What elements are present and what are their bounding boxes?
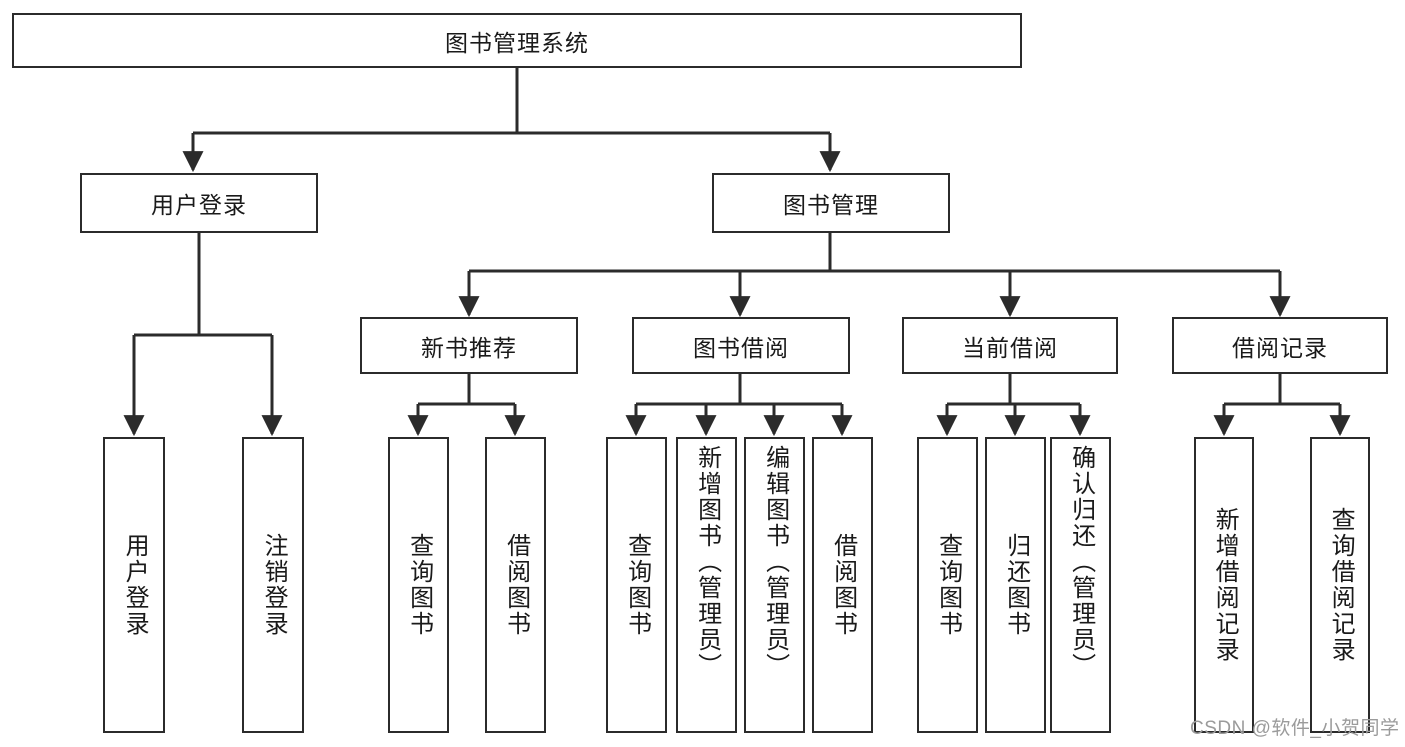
node-leaf-borrow-book-1-label: 借阅图书 xyxy=(502,533,530,637)
node-leaf-confirm-return-label: 确认归还（管理员） xyxy=(1067,445,1095,679)
node-leaf-add-book[interactable]: 新增图书（管理员） xyxy=(676,437,737,733)
node-leaf-query-book-3-label: 查询图书 xyxy=(934,533,962,637)
node-book-borrow-label: 图书借阅 xyxy=(693,334,789,361)
node-borrow-record[interactable]: 借阅记录 xyxy=(1172,317,1388,374)
node-leaf-query-book-3[interactable]: 查询图书 xyxy=(917,437,978,733)
node-borrow-record-label: 借阅记录 xyxy=(1232,334,1328,361)
node-leaf-query-record-label: 查询借阅记录 xyxy=(1327,507,1355,663)
node-book-manage[interactable]: 图书管理 xyxy=(712,173,950,233)
node-leaf-add-record-label: 新增借阅记录 xyxy=(1211,507,1239,663)
node-leaf-logout-login[interactable]: 注销登录 xyxy=(242,437,304,733)
node-current-borrow[interactable]: 当前借阅 xyxy=(902,317,1118,374)
node-book-manage-label: 图书管理 xyxy=(783,192,879,218)
node-leaf-query-book-2[interactable]: 查询图书 xyxy=(606,437,667,733)
node-user-login-label: 用户登录 xyxy=(151,192,247,218)
node-new-book-recommend-label: 新书推荐 xyxy=(421,334,517,361)
node-leaf-borrow-book-1[interactable]: 借阅图书 xyxy=(485,437,546,733)
node-user-login[interactable]: 用户登录 xyxy=(80,173,318,233)
node-leaf-borrow-book-2[interactable]: 借阅图书 xyxy=(812,437,873,733)
node-root[interactable]: 图书管理系统 xyxy=(12,13,1022,68)
node-leaf-return-book[interactable]: 归还图书 xyxy=(985,437,1046,733)
node-leaf-query-book-2-label: 查询图书 xyxy=(623,533,651,637)
node-new-book-recommend[interactable]: 新书推荐 xyxy=(360,317,578,374)
node-leaf-query-book-1-label: 查询图书 xyxy=(405,533,433,637)
node-leaf-query-record[interactable]: 查询借阅记录 xyxy=(1310,437,1370,733)
node-root-label: 图书管理系统 xyxy=(445,29,589,56)
node-leaf-user-login[interactable]: 用户登录 xyxy=(103,437,165,733)
node-leaf-confirm-return[interactable]: 确认归还（管理员） xyxy=(1050,437,1111,733)
node-leaf-return-book-label: 归还图书 xyxy=(1002,533,1030,637)
csdn-watermark: CSDN @软件_小贺同学 xyxy=(1190,718,1400,739)
node-leaf-edit-book-label: 编辑图书（管理员） xyxy=(761,445,789,679)
node-leaf-add-book-label: 新增图书（管理员） xyxy=(693,445,721,679)
node-leaf-edit-book[interactable]: 编辑图书（管理员） xyxy=(744,437,805,733)
node-leaf-add-record[interactable]: 新增借阅记录 xyxy=(1194,437,1254,733)
node-leaf-logout-login-label: 注销登录 xyxy=(260,533,288,637)
node-book-borrow[interactable]: 图书借阅 xyxy=(632,317,850,374)
node-leaf-user-login-label: 用户登录 xyxy=(121,533,149,637)
node-leaf-borrow-book-2-label: 借阅图书 xyxy=(829,533,857,637)
node-current-borrow-label: 当前借阅 xyxy=(962,334,1058,361)
node-leaf-query-book-1[interactable]: 查询图书 xyxy=(388,437,449,733)
